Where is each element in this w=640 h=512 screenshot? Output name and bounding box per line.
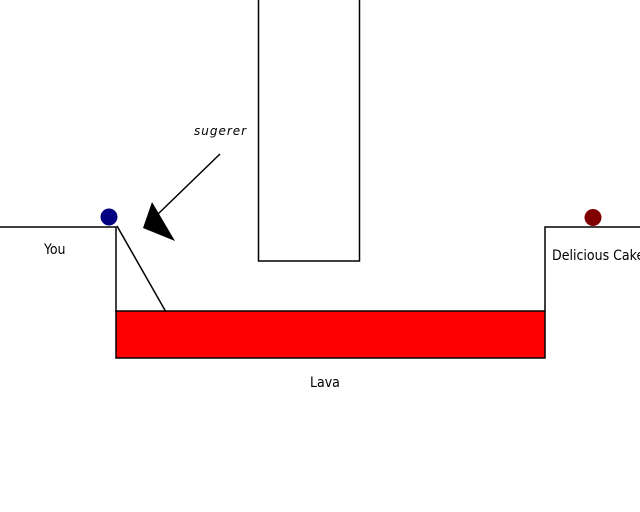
arrow-head-icon	[143, 202, 175, 241]
left-ledge	[0, 226, 117, 312]
right-ledge	[544, 226, 640, 311]
goal-label: Delicious Cake	[552, 248, 640, 264]
lava-label: Lava	[310, 375, 340, 391]
suggestion-arrow-shaft	[157, 153, 221, 215]
suggestion-label: sugerer	[194, 124, 247, 138]
suggested-path-line	[116, 225, 167, 313]
ceiling-pillar	[257, 0, 361, 262]
player-label: You	[43, 242, 66, 258]
cake-circle-icon	[584, 209, 602, 226]
lava-pool	[115, 310, 546, 359]
player-circle-icon	[100, 208, 118, 226]
